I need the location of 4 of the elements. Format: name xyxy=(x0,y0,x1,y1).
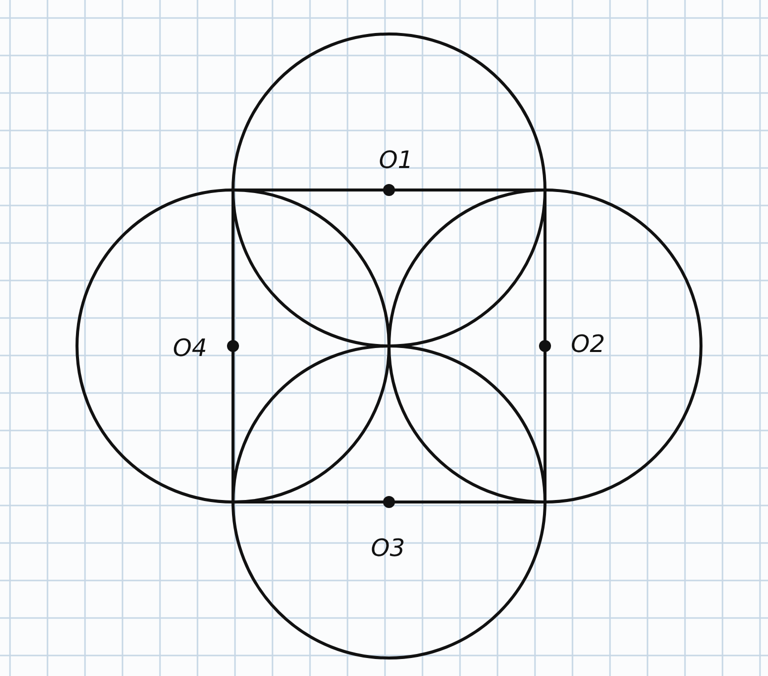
point-label: O1 xyxy=(378,148,414,172)
point-label: O4 xyxy=(172,336,208,360)
point-label: O3 xyxy=(370,536,406,560)
point-label: O2 xyxy=(570,332,606,356)
